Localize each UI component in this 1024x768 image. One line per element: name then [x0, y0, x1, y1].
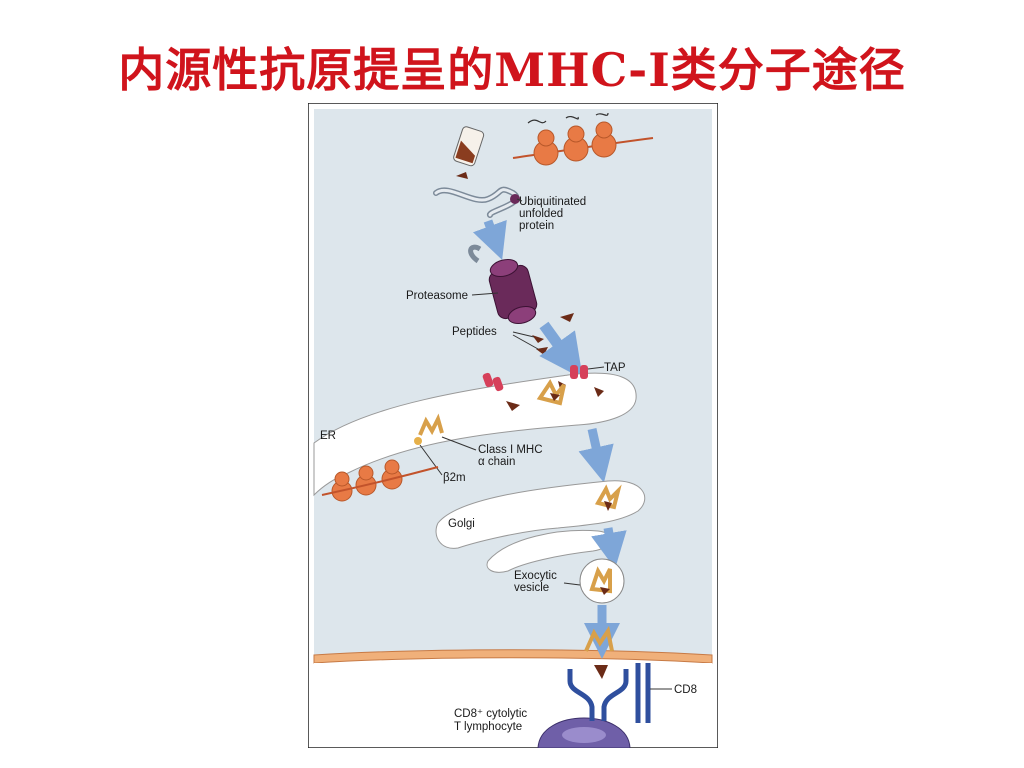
- label-proteasome: Proteasome: [406, 290, 468, 302]
- surface-mhc-class-i: [584, 625, 614, 652]
- label-ubiquitinated-3: protein: [519, 220, 554, 232]
- golgi-apparatus: [435, 480, 646, 549]
- ribosome-group-er: [321, 459, 439, 502]
- ribosome: [567, 125, 585, 143]
- ubiquitin: [510, 194, 520, 204]
- pathway-arrow: [472, 219, 507, 260]
- label-tap: TAP: [604, 362, 626, 374]
- ribosome: [334, 471, 350, 487]
- peptide: [600, 587, 610, 595]
- label-cd8: CD8: [674, 684, 697, 696]
- label-mhc-1: Class I MHC: [478, 444, 543, 456]
- peptide: [456, 172, 468, 179]
- pathway-arrow: [578, 428, 614, 483]
- ribosome: [384, 459, 400, 475]
- pathway-arrow: [591, 527, 627, 569]
- peptide: [594, 387, 604, 397]
- ribosome: [595, 121, 613, 139]
- mhc-alpha-chain: [418, 413, 444, 436]
- proteasome-complex: [468, 244, 538, 325]
- mhc-class-i-molecule: [594, 484, 622, 510]
- foreign-protein: [453, 126, 485, 167]
- label-exocytic-2: vesicle: [514, 582, 549, 594]
- label-peptides: Peptides: [452, 326, 497, 338]
- ribosome: [358, 465, 374, 481]
- slide-title: 内源性抗原提呈的MHC-I类分子途径: [118, 43, 906, 97]
- mhc-class-i-pathway-diagram: Ubiquitinated unfolded protein Proteasom…: [308, 103, 718, 748]
- label-ubiquitinated-1: Ubiquitinated: [519, 196, 586, 208]
- ribosome: [537, 129, 555, 147]
- label-tcell-2: T lymphocyte: [454, 721, 522, 733]
- label-b2m: β2m: [443, 472, 466, 484]
- label-er: ER: [320, 430, 336, 442]
- mhc-class-i-molecule: [536, 379, 566, 406]
- peptide: [604, 501, 612, 511]
- tap-transporter: [482, 365, 588, 392]
- peptide: [550, 393, 560, 401]
- t-lymphocyte-highlight: [562, 727, 606, 743]
- pathway-arrow: [539, 321, 583, 379]
- ribosome-group-top: [527, 112, 617, 166]
- label-tcell-1: CD8⁺ cytolytic: [454, 708, 527, 720]
- label-mhc-2: α chain: [478, 456, 515, 468]
- peptide: [594, 665, 608, 679]
- label-exocytic-1: Exocytic: [514, 570, 557, 582]
- cd8-coreceptor: [635, 663, 651, 723]
- peptide: [560, 313, 574, 322]
- peptide: [506, 401, 520, 411]
- t-cell-receptor: [567, 669, 629, 721]
- label-ubiquitinated-2: unfolded: [519, 208, 563, 220]
- beta2-microglobulin: [414, 437, 422, 445]
- label-golgi: Golgi: [448, 518, 475, 530]
